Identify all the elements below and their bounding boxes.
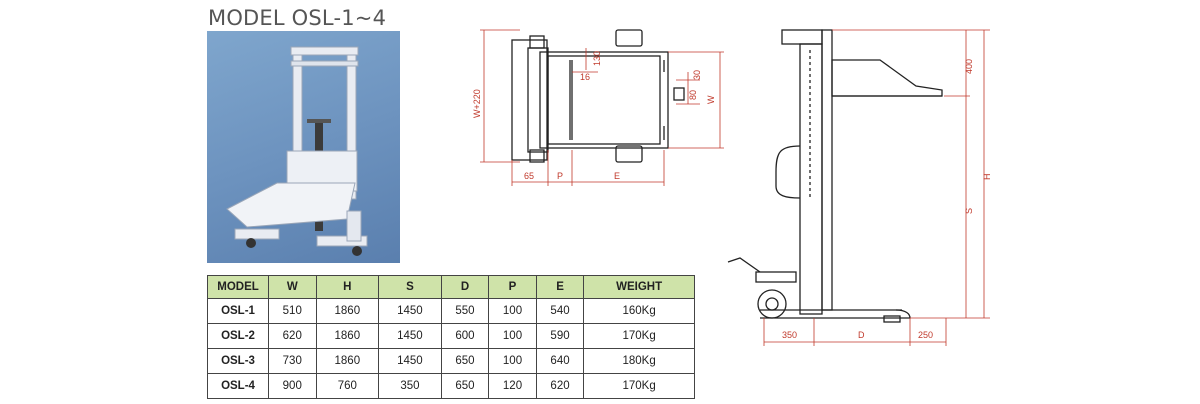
dim-65: 65 <box>524 171 534 181</box>
header-p: P <box>488 275 537 299</box>
dim-w: W <box>706 95 716 104</box>
dim-d: D <box>858 330 865 340</box>
table-header-row: MODEL W H S D P E WEIGHT <box>207 275 695 299</box>
dim-250: 250 <box>918 330 933 340</box>
table-cell: 620 <box>535 373 585 399</box>
table-cell: OSL-4 <box>207 373 269 399</box>
header-h: H <box>315 275 380 299</box>
table-cell: 350 <box>378 373 442 399</box>
dim-s: S <box>964 208 974 214</box>
dim-30: 30 <box>692 70 702 80</box>
top-view <box>511 29 685 163</box>
header-model: MODEL <box>207 275 269 299</box>
dim-400: 400 <box>964 59 974 74</box>
dim-16: 16 <box>580 72 590 82</box>
dim-130: 130 <box>592 51 602 66</box>
top-view-dimensions <box>480 29 724 186</box>
dim-p: P <box>557 171 563 181</box>
stacker-illustration <box>226 46 368 256</box>
table-row: OSL-3 730 1860 1450 650 100 640 180Kg <box>207 348 695 374</box>
table-cell: 100 <box>488 298 537 324</box>
header-s: S <box>378 275 442 299</box>
table-row: OSL-4 900 760 350 650 120 620 170Kg <box>207 373 695 399</box>
table-cell: 510 <box>268 298 317 324</box>
table-cell: 640 <box>535 348 585 374</box>
product-photo <box>207 31 400 263</box>
spec-table: MODEL W H S D P E WEIGHT OSL-1 510 1860 … <box>207 275 695 399</box>
table-cell: 760 <box>315 373 380 399</box>
dim-e: E <box>614 171 620 181</box>
dim-h: H <box>982 174 992 181</box>
side-view <box>727 29 943 323</box>
table-cell: 650 <box>440 348 490 374</box>
header-e: E <box>535 275 585 299</box>
table-cell: 160Kg <box>583 298 695 324</box>
table-cell: 1450 <box>378 323 442 349</box>
table-cell: 650 <box>440 373 490 399</box>
table-cell: 1450 <box>378 298 442 324</box>
page-title: MODEL OSL-1~4 <box>208 6 387 30</box>
table-cell: 100 <box>488 348 537 374</box>
table-cell: 120 <box>488 373 537 399</box>
header-weight: WEIGHT <box>583 275 695 299</box>
table-cell: 170Kg <box>583 373 695 399</box>
table-cell: 1860 <box>315 323 380 349</box>
table-cell: OSL-2 <box>207 323 269 349</box>
dim-80: 80 <box>688 90 698 100</box>
side-view-dimensions <box>763 29 990 346</box>
header-w: W <box>268 275 317 299</box>
dim-350: 350 <box>782 330 797 340</box>
table-cell: 600 <box>440 323 490 349</box>
table-row: OSL-2 620 1860 1450 600 100 590 170Kg <box>207 323 695 349</box>
header-d: D <box>440 275 490 299</box>
table-row: OSL-1 510 1860 1450 550 100 540 160Kg <box>207 298 695 324</box>
dim-w-plus-220: W+220 <box>472 89 482 118</box>
table-cell: 900 <box>268 373 317 399</box>
